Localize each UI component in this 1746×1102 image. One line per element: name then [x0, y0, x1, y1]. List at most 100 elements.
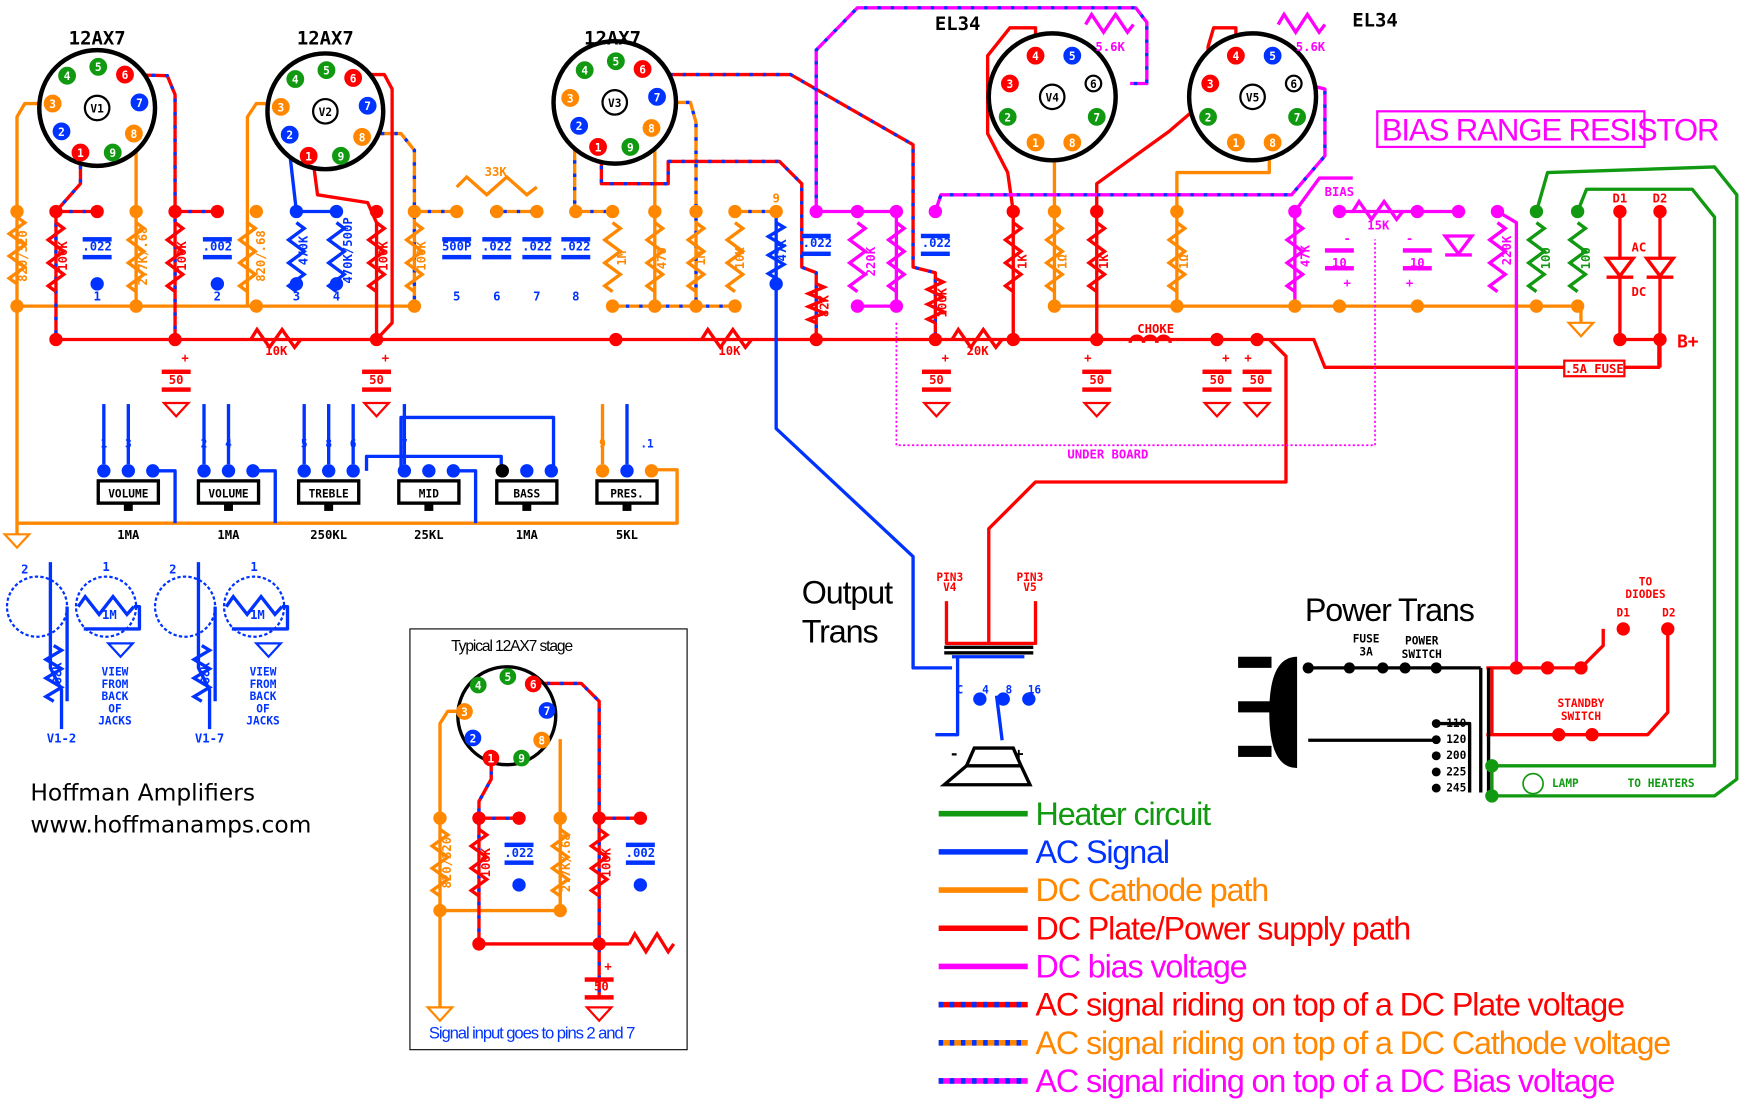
jack-note: VIEW — [250, 666, 277, 679]
pot-lug — [595, 464, 610, 478]
tube-pin — [456, 703, 473, 720]
diode-icon — [1603, 256, 1637, 279]
bias-callout-box — [1376, 110, 1646, 149]
junction-dot — [809, 332, 823, 347]
component-label: BIAS — [1325, 185, 1354, 199]
wire — [533, 681, 601, 997]
fuse-label: FUSE — [1353, 632, 1380, 645]
pot-lug — [620, 464, 634, 478]
pot-value: 25KL — [414, 528, 443, 542]
wire — [399, 415, 556, 471]
tube-pin — [575, 61, 594, 80]
capacitor-plate — [625, 842, 655, 848]
component-label: + — [1244, 351, 1251, 365]
tube-pin-number: 9 — [338, 150, 345, 163]
junction-dot — [1210, 332, 1224, 347]
speaker-minus: - — [950, 745, 959, 763]
junction-dot — [605, 204, 620, 219]
component-label: 6 — [493, 290, 500, 304]
component-label: 1 — [93, 290, 100, 304]
legend-label: DC Cathode path — [1036, 872, 1269, 908]
tube-pin-number: 6 — [350, 72, 357, 85]
resistor — [1486, 221, 1509, 293]
component-label: 8 — [572, 290, 579, 304]
tube-pin-number: 5 — [323, 65, 330, 78]
tube-pin — [464, 729, 482, 747]
component-label: + — [1222, 351, 1229, 365]
resistor — [765, 221, 788, 280]
tube-pin — [1263, 133, 1282, 152]
capacitor-plate — [482, 254, 512, 260]
pot-lug — [221, 464, 236, 478]
component-label: UNDER BOARD — [1067, 448, 1148, 462]
wire — [55, 337, 1661, 370]
wire — [1054, 304, 1583, 323]
junction-dot — [433, 903, 447, 918]
junction-dot — [569, 204, 583, 219]
tube-pin-number: 6 — [530, 678, 537, 691]
wires — [15, 6, 1739, 1008]
tube-pin-number: 8 — [538, 735, 545, 748]
component-label: 1Ω — [1177, 254, 1191, 269]
junction-dot — [10, 299, 24, 313]
tube-pin-number: 8 — [1269, 137, 1276, 150]
tube-pin — [1063, 46, 1082, 65]
legend-label: DC Plate/Power supply path — [1036, 910, 1411, 946]
junction-dot — [1288, 204, 1302, 219]
tube-pin — [561, 89, 580, 107]
tube-pin — [1063, 133, 1082, 152]
tube-pin — [271, 97, 290, 116]
tube-pin-number: 9 — [109, 147, 116, 160]
pot-lug — [146, 464, 160, 478]
tube-id-ring — [601, 89, 629, 116]
tube-pin-number: 8 — [131, 128, 138, 141]
wire — [1175, 142, 1271, 307]
junction-dot — [928, 204, 943, 219]
resistor — [365, 221, 388, 293]
resistor — [885, 221, 907, 293]
ground-icon — [361, 401, 392, 418]
tube-pin — [642, 119, 661, 137]
output-trans-title-2: Trans — [802, 613, 878, 649]
inset-title: Typical 12AX7 stage — [451, 638, 572, 655]
capacitor-plate — [1324, 266, 1354, 271]
tube-pin — [1026, 46, 1045, 65]
wire — [935, 656, 960, 737]
tube-pin — [43, 94, 62, 113]
tube-pin — [124, 124, 143, 143]
capacitor-plate — [202, 254, 232, 260]
tube-pin — [1084, 74, 1103, 93]
resistor — [236, 221, 259, 293]
pot-lug — [644, 464, 659, 478]
capacitor-plate — [1082, 369, 1112, 375]
capacitor-plate — [442, 254, 472, 260]
tube-pin — [71, 143, 90, 162]
inset-component-label: 100K — [599, 847, 613, 877]
jack-note: FROM — [250, 678, 277, 691]
tube-pin — [589, 138, 607, 156]
pot-value: 1MA — [516, 528, 539, 542]
component-label: B+ — [1677, 331, 1699, 352]
resistor — [700, 326, 753, 351]
power-trans-title: Power Trans — [1305, 592, 1474, 628]
junction-dot — [1574, 661, 1588, 675]
junction-dot — [1250, 332, 1264, 347]
junction-dot — [369, 204, 384, 219]
component-label: 100 — [1579, 247, 1593, 269]
pot-lug — [97, 464, 111, 478]
junction-dot — [129, 204, 143, 219]
output-pin-label: PIN3 — [1017, 571, 1044, 584]
fuse-label: 3A — [1359, 646, 1373, 659]
capacitor-plate — [921, 369, 951, 375]
ground-icon — [1242, 401, 1272, 418]
primary-tap-label: 120 — [1446, 733, 1466, 746]
tap-dot — [1431, 719, 1441, 728]
component-label: + — [942, 351, 949, 365]
resistor — [190, 644, 213, 703]
pot-shaft — [324, 503, 334, 511]
pot-pin-label: 7 — [401, 437, 408, 450]
resistor — [1084, 11, 1135, 36]
junction-dot — [1552, 727, 1566, 742]
pot-name: TREBLE — [309, 488, 349, 501]
